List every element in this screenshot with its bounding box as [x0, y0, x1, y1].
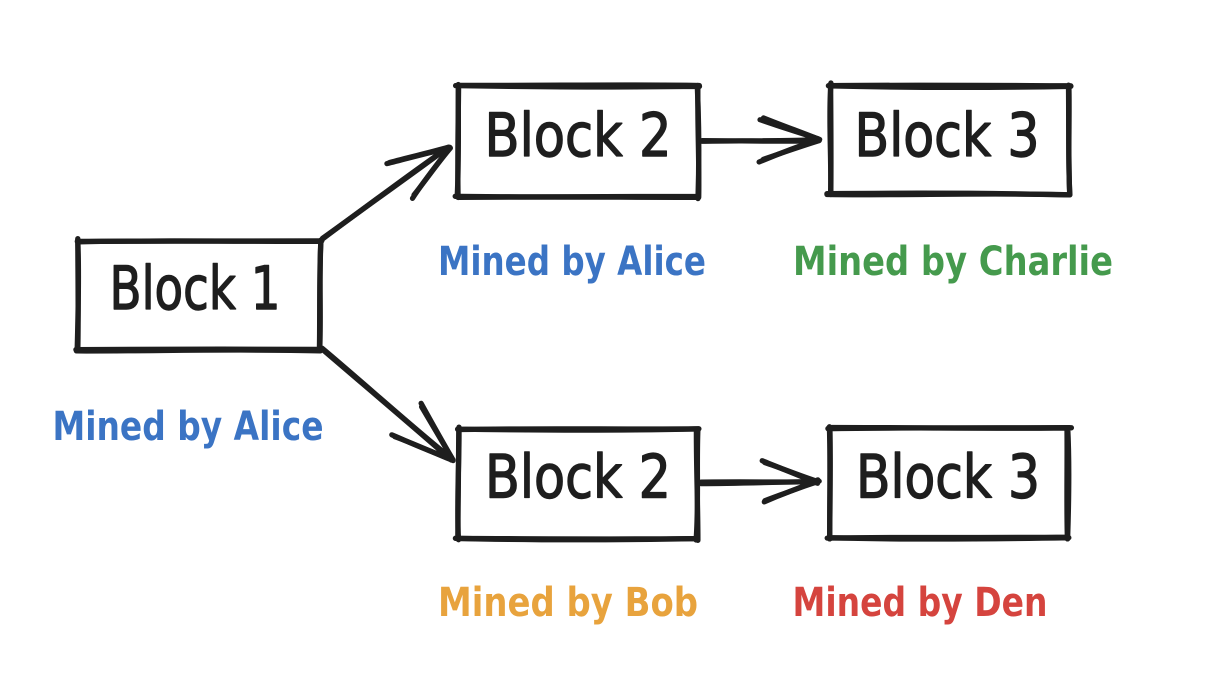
label-block2-top: Block 2 — [485, 101, 672, 171]
miner-label-block2-top: Mined by Alice — [438, 239, 706, 285]
miner-label-block3-top: Mined by Charlie — [793, 239, 1113, 285]
arrow-block1-to-block2-bottom-stroke-2 — [319, 346, 456, 464]
box-block2-top-border-stroke-2 — [452, 82, 703, 202]
box-block3-top-border — [824, 80, 1074, 198]
block-labels: Block 1 Block 2 Block 3 Block 2 Block 3 — [109, 100, 1041, 513]
label-block3-top: Block 3 — [855, 101, 1040, 171]
box-block3-top-border-stroke-2 — [824, 80, 1074, 198]
box-block2-bottom-border-stroke-2 — [452, 426, 702, 543]
arrow-block2-top-to-block3-top-stroke-2 — [699, 115, 822, 162]
miner-labels: Mined by Alice Mined by Alice Mined by C… — [53, 239, 1114, 626]
arrows — [319, 115, 823, 505]
arrow-block1-to-block2-bottom — [319, 345, 456, 464]
box-block2-bottom-fill — [458, 429, 697, 539]
label-block3-bottom: Block 3 — [856, 443, 1040, 513]
box-block1-border — [73, 235, 325, 354]
box-block1-border-stroke-2 — [73, 235, 324, 353]
miner-label-block3-bottom: Mined by Den — [793, 580, 1048, 626]
label-block1: Block 1 — [110, 254, 281, 324]
arrow-block1-to-block2-top — [319, 144, 453, 242]
box-block2-top-border — [452, 81, 703, 202]
label-block2-bottom: Block 2 — [485, 443, 671, 513]
box-block3-bottom-border — [824, 424, 1075, 542]
box-block3-bottom-border-stroke-2 — [824, 425, 1073, 542]
arrow-block2-bottom-to-block3-bottom-stroke-2 — [698, 458, 821, 504]
box-block2-top-fill — [458, 86, 698, 197]
miner-label-block1: Mined by Alice — [53, 404, 324, 450]
arrow-block2-top-to-block3-top — [699, 115, 823, 165]
box-block2-bottom-border — [452, 424, 702, 543]
box-block1-fill — [78, 241, 320, 350]
box-block3-bottom-fill — [829, 428, 1068, 538]
box-fills — [78, 86, 1069, 539]
miner-label-block2-bottom: Mined by Bob — [438, 580, 698, 626]
box-borders — [73, 80, 1075, 543]
arrow-block1-to-block2-top-stroke-2 — [320, 144, 453, 242]
box-block3-top-fill — [830, 86, 1069, 194]
arrow-block2-bottom-to-block3-bottom — [698, 458, 822, 505]
